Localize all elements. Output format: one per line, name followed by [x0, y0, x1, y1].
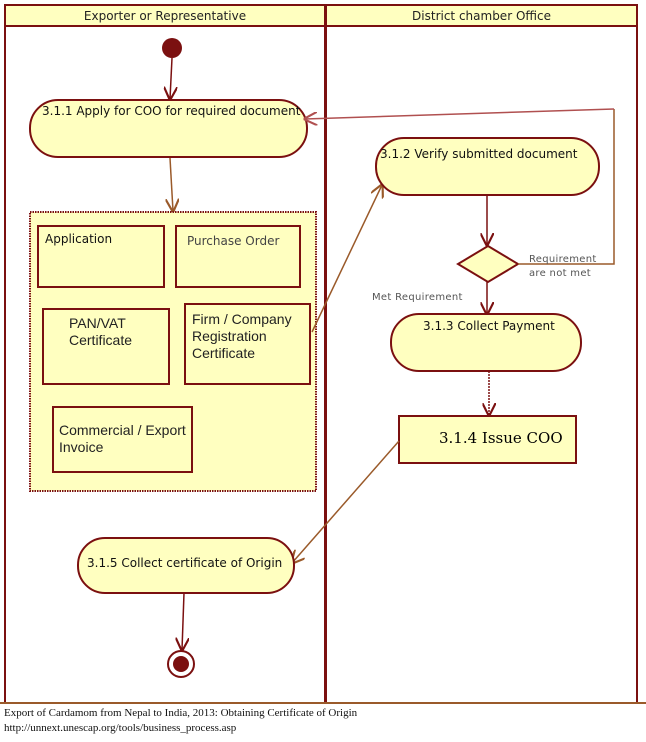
flow-not-met-loop [518, 109, 615, 265]
decision-not-met-label: Requirement are not met [529, 253, 597, 281]
flow-start-to-apply [170, 57, 172, 99]
lane-header-exporter: Exporter or Representative [4, 4, 326, 27]
start-node [162, 38, 182, 58]
decision-met-label: Met Requirement [372, 292, 463, 303]
doc-invoice-line-1: Commercial / Export [59, 422, 186, 438]
flow-not-met-return [305, 108, 615, 119]
doc-commercial-invoice-label: Commercial / Export Invoice [59, 422, 186, 456]
activity-apply-label: 3.1.1 Apply for COO for required documen… [42, 104, 301, 118]
caption-url[interactable]: http://unnext.unescap.org/tools/business… [4, 722, 237, 734]
doc-firm-line-1: Firm / Company [192, 311, 292, 327]
activity-verify-label: 3.1.2 Verify submitted document [380, 147, 578, 161]
flow-apply-to-documents [170, 157, 173, 211]
flow-documents-to-verify [311, 185, 382, 333]
activity-issue-coo-label: 3.1.4 Issue COO [439, 429, 563, 447]
doc-firm-line-3: Certificate [192, 345, 256, 361]
not-met-line-1: Requirement [529, 254, 597, 265]
doc-firm-registration-label: Firm / Company Registration Certificate [192, 311, 292, 362]
doc-commercial-invoice [52, 406, 193, 473]
activity-issue-coo [398, 415, 577, 464]
end-node [173, 656, 189, 672]
activity-apply [29, 99, 308, 158]
doc-pan-vat [42, 308, 170, 385]
not-met-line-2: are not met [529, 268, 592, 279]
flow-issue-to-collect [292, 440, 400, 563]
decision-node [456, 244, 520, 284]
doc-pan-vat-label: PAN/VAT Certificate [69, 315, 132, 349]
doc-pan-vat-line-2: Certificate [69, 332, 133, 348]
doc-invoice-line-2: Invoice [59, 439, 104, 455]
flow-collect-to-end [182, 592, 184, 650]
doc-firm-registration [184, 303, 311, 385]
doc-firm-line-2: Registration [192, 328, 267, 344]
lane-header-chamber: District chamber Office [325, 4, 638, 27]
doc-purchase-order-label: Purchase Order [187, 234, 280, 248]
caption-title: Export of Cardamom from Nepal to India, … [4, 707, 358, 719]
doc-purchase-order [175, 225, 301, 288]
activity-collect-payment-label: 3.1.3 Collect Payment [423, 319, 555, 333]
lane-chamber [325, 27, 638, 702]
activity-collect-certificate [77, 537, 295, 594]
doc-pan-vat-line-1: PAN/VAT [69, 315, 126, 331]
doc-application [37, 225, 165, 288]
activity-collect-payment [390, 313, 582, 372]
doc-application-label: Application [45, 232, 113, 246]
activity-collect-certificate-label: 3.1.5 Collect certificate of Origin [87, 556, 283, 570]
